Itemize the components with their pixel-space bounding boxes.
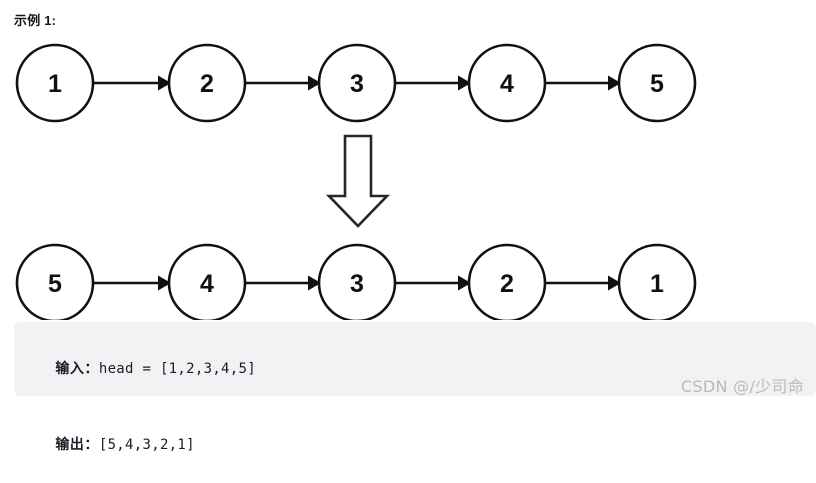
link-arrow-3-4	[396, 75, 471, 91]
list-node-label: 2	[200, 70, 214, 98]
io-line-output: 输出：[5,4,3,2,1]	[32, 407, 816, 483]
list-node: 4	[467, 43, 547, 123]
list-node-label: 4	[200, 270, 214, 298]
list-node: 3	[317, 243, 397, 320]
down-block-arrow	[325, 134, 391, 228]
list-node: 2	[167, 43, 247, 123]
list-node: 1	[617, 243, 697, 320]
list-node-label: 3	[350, 270, 364, 298]
list-node: 2	[467, 243, 547, 320]
example-io-block: 输入：head = [1,2,3,4,5] 输出：[5,4,3,2,1]	[14, 322, 816, 453]
link-arrow-4-3	[246, 275, 321, 291]
input-label: 输入：	[55, 361, 99, 377]
link-arrow-2-3	[246, 75, 321, 91]
link-arrow-5-4	[94, 275, 171, 291]
reversed-linked-list: 5 4 3 2 1	[15, 243, 697, 320]
list-node: 5	[617, 43, 697, 123]
list-node-label: 5	[650, 70, 664, 98]
list-node-label: 5	[48, 270, 62, 298]
list-node-label: 1	[650, 270, 664, 298]
page-root: 示例 1: 1	[14, 13, 816, 453]
output-label: 输出：	[55, 437, 99, 453]
list-node-label: 3	[350, 70, 364, 98]
list-node: 1	[15, 43, 95, 123]
list-node: 5	[15, 243, 95, 320]
output-value: [5,4,3,2,1]	[98, 437, 195, 453]
input-value: head = [1,2,3,4,5]	[98, 361, 256, 377]
link-arrow-1-2	[94, 75, 171, 91]
list-node-label: 4	[500, 70, 514, 98]
link-arrow-2-1	[546, 275, 621, 291]
list-node: 4	[167, 243, 247, 320]
link-arrow-3-2	[396, 275, 471, 291]
link-arrow-4-5	[546, 75, 621, 91]
io-line-input: 输入：head = [1,2,3,4,5]	[32, 331, 816, 407]
list-node-label: 1	[48, 70, 62, 98]
list-node: 3	[317, 43, 397, 123]
csdn-watermark: CSDN @/少司命	[680, 377, 804, 396]
original-linked-list: 1 2 3 4 5	[15, 43, 697, 123]
linked-list-diagram: 1 2 3 4 5	[15, 43, 697, 320]
page-title: 示例 1:	[14, 13, 57, 28]
list-node-label: 2	[500, 270, 514, 298]
